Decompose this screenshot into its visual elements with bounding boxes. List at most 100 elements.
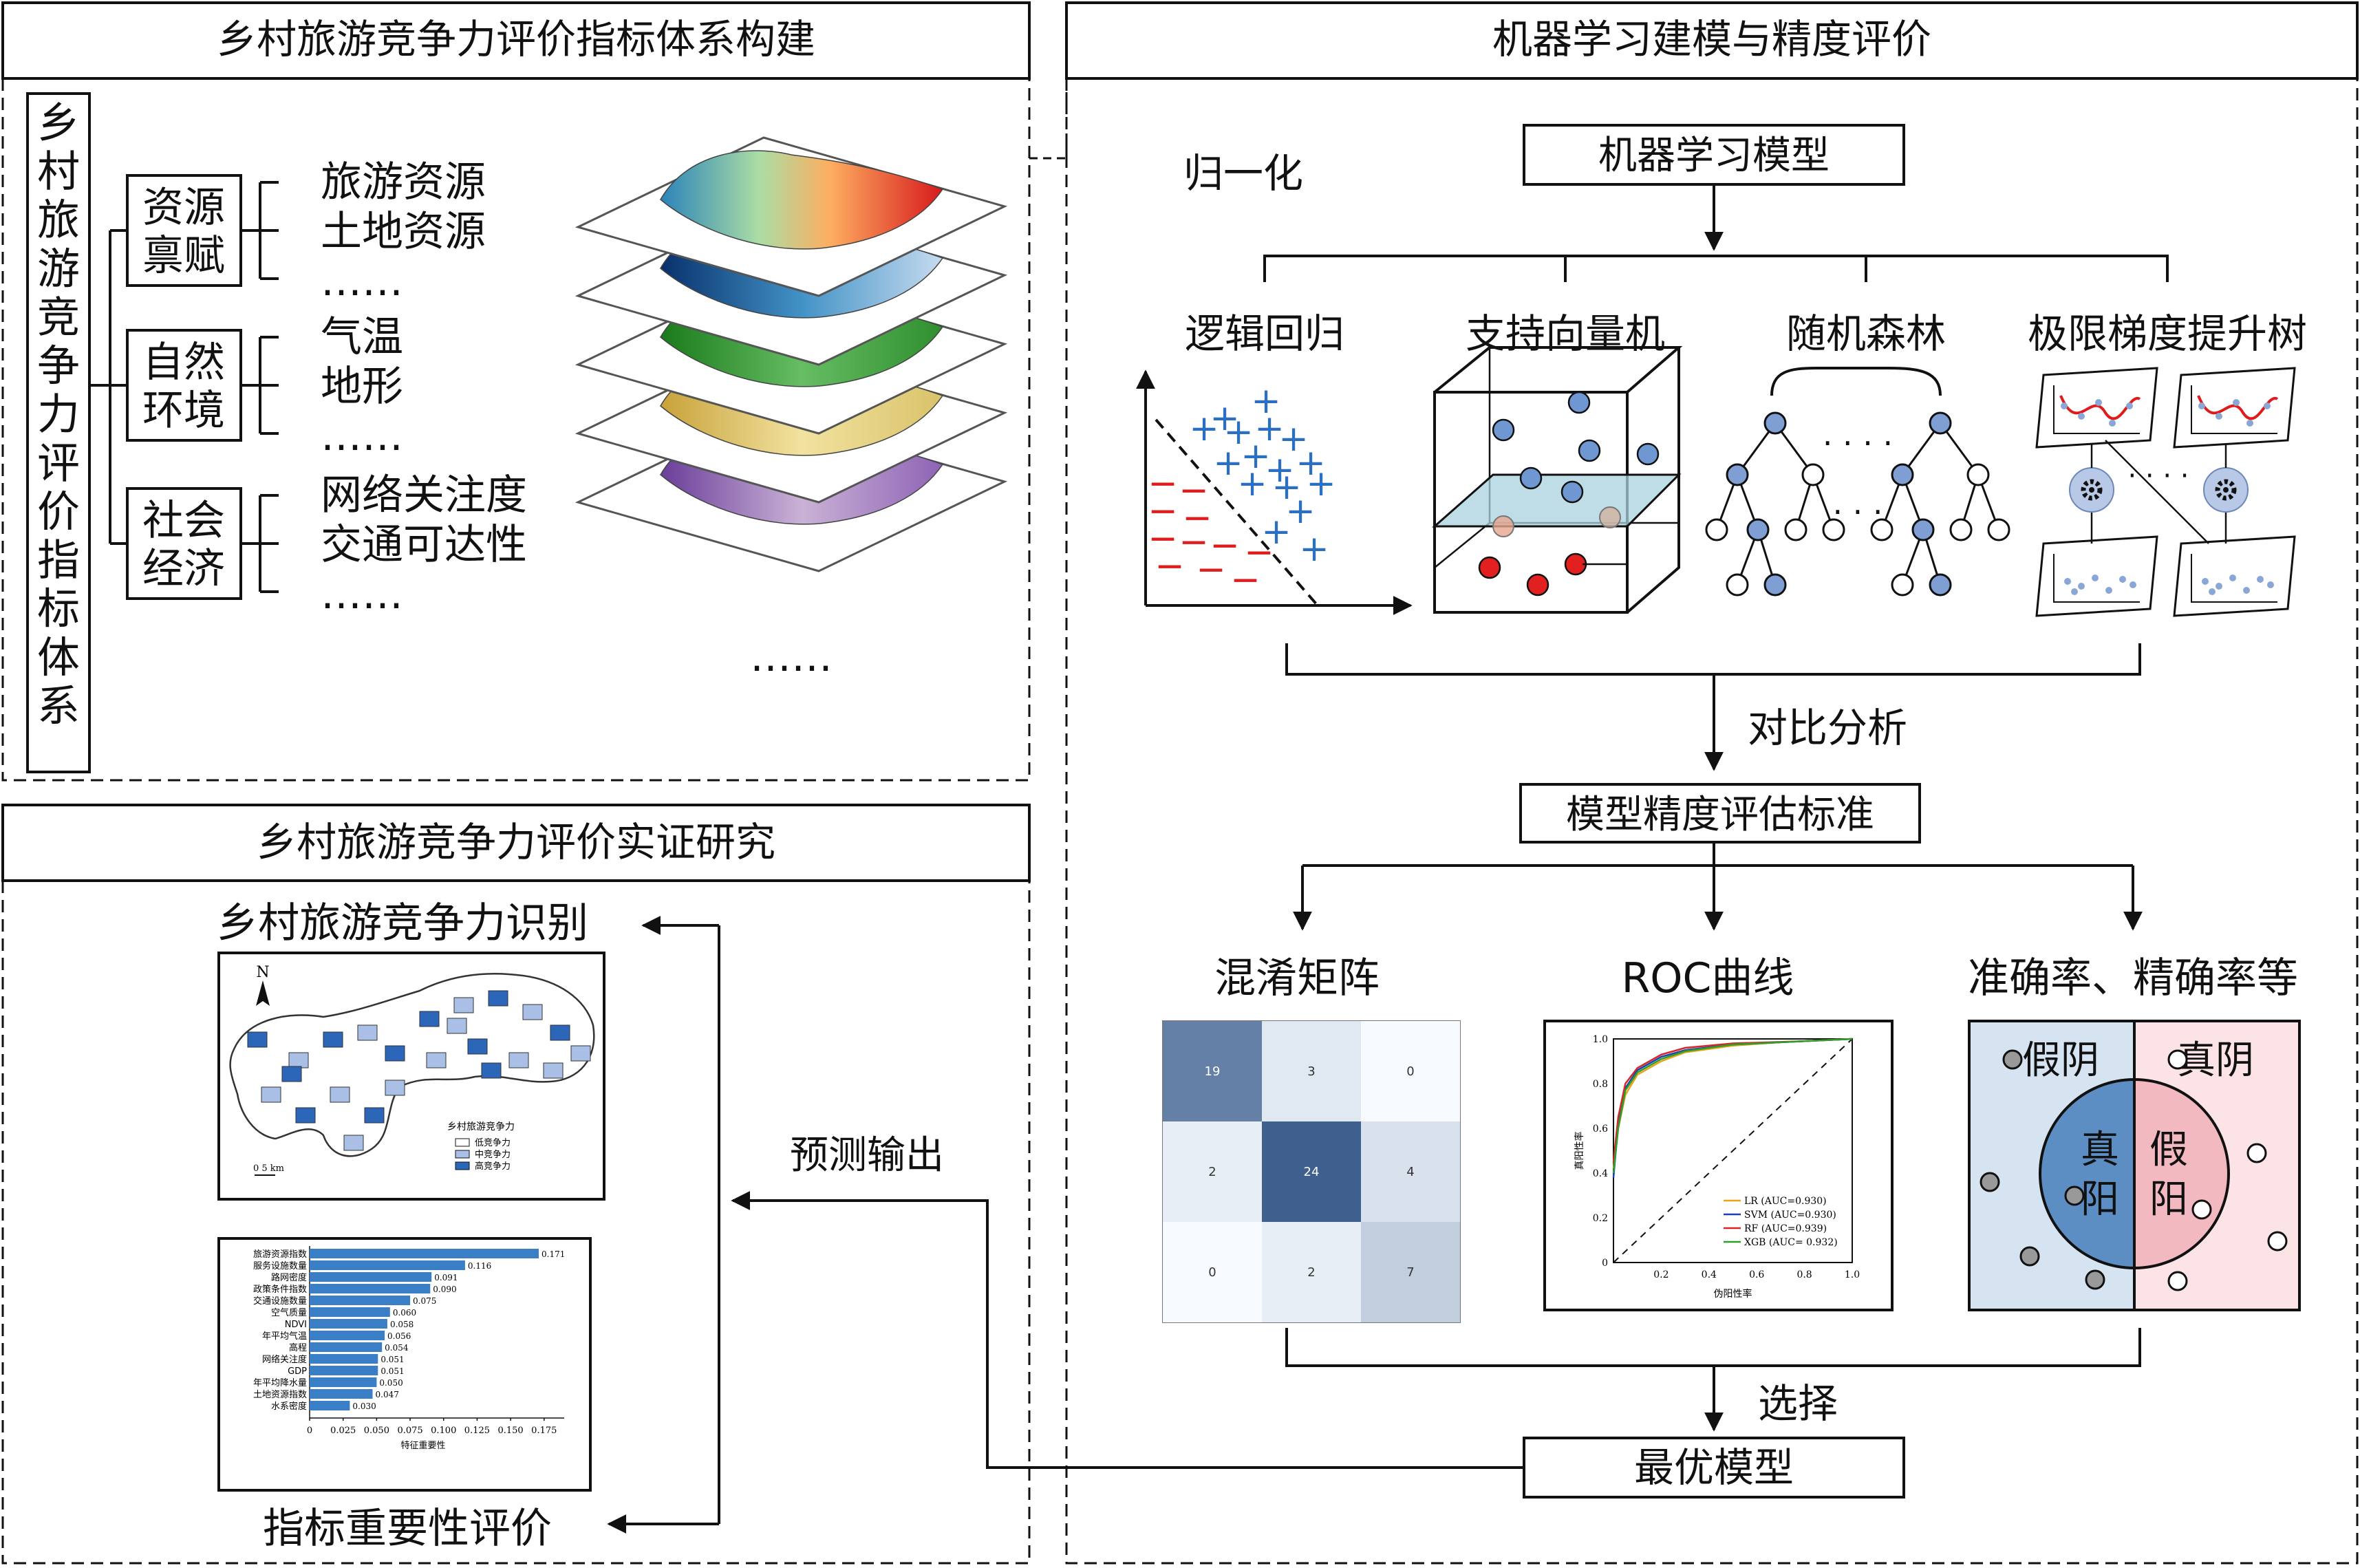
north-arrow-icon: [256, 980, 270, 1006]
roc-x-tick: 0.4: [1702, 1269, 1717, 1280]
map-unit: [508, 1052, 529, 1068]
map-unit: [385, 1080, 405, 1096]
importance-category: NDVI: [285, 1320, 307, 1330]
map-unit: [330, 1086, 350, 1103]
rf-bracket: [1770, 367, 1942, 396]
index-item: ……: [321, 570, 403, 619]
importance-value: 0.050: [379, 1378, 403, 1388]
cm-cell: [1163, 1121, 1262, 1222]
tree-node: [1987, 518, 2010, 541]
cm-cell: [1361, 1021, 1460, 1121]
panel-index-system: 乡村旅游竞争力评价指标体系构建: [1, 1, 1031, 782]
map-unit: [426, 1052, 447, 1068]
cm-value: 19: [1205, 1064, 1221, 1079]
tree-node: [1822, 518, 1845, 541]
importance-bar: [310, 1319, 387, 1329]
importance-category: 旅游资源指数: [253, 1249, 307, 1260]
importance-value: 0.030: [352, 1401, 376, 1411]
lr-plus-point: +: [1285, 491, 1316, 532]
index-tree: 乡村旅游竞争力评价指标体系 资源禀赋旅游资源土地资源……自然环境气温地形……社会…: [26, 92, 527, 773]
xgb-dot: [2198, 402, 2205, 409]
roc-curve: [1612, 1038, 1853, 1174]
decision-tree: [1870, 411, 2010, 597]
map-unit: [522, 1004, 543, 1020]
importance-value: 0.051: [380, 1366, 404, 1376]
lr-plus-point: +: [1265, 449, 1295, 491]
predicted-positive-point: [2267, 1231, 2288, 1252]
index-item: ……: [321, 257, 403, 305]
false-positive-half: [2134, 1080, 2229, 1268]
north-label: N: [256, 964, 269, 981]
importance-value: 0.171: [541, 1249, 565, 1259]
svm-class-b-point: [1478, 556, 1501, 579]
map-unit: [295, 1107, 316, 1124]
importance-value: 0.047: [376, 1390, 399, 1399]
label-false-positive: 假: [2149, 1128, 2188, 1172]
more-layers-ellipsis: ……: [750, 633, 833, 681]
xgb-dot: [2130, 581, 2136, 588]
importance-bar: [310, 1342, 383, 1352]
tree-node: [1784, 518, 1807, 541]
bracket-compare: [1285, 643, 2141, 676]
bracket-select: [1285, 1328, 2141, 1367]
importance-category: GDP: [288, 1366, 307, 1377]
predicted-negative-point: [2002, 1049, 2023, 1070]
map-legend-title: 乡村旅游竞争力: [447, 1121, 515, 1132]
criterion-roc: ROC曲线: [1622, 954, 1794, 1002]
xgb-dot: [2216, 413, 2222, 420]
bar-x-tick: 0: [307, 1426, 312, 1436]
importance-bar: [310, 1249, 539, 1258]
tree-node: [1929, 573, 1952, 597]
gear-teeth: [2215, 479, 2237, 501]
xgb-dot: [2105, 587, 2112, 594]
map-unit: [550, 1024, 570, 1041]
tree-node: [1966, 463, 1990, 486]
lr-plus-point: +: [1254, 408, 1285, 449]
xgb-dot: [2257, 576, 2264, 583]
xgb-fit-panel: [2035, 367, 2158, 449]
roc-frame: [1543, 1020, 1894, 1311]
map-legend-label: 高竞争力: [475, 1161, 511, 1172]
bar-x-tick: 0.025: [330, 1426, 356, 1436]
importance-category: 土地资源指数: [253, 1390, 307, 1400]
map-legend-label: 中竞争力: [475, 1149, 511, 1160]
xgb-dot: [2092, 574, 2099, 581]
compare-label: 对比分析: [1748, 705, 1907, 751]
lr-minus-point: −: [1182, 497, 1212, 539]
map-legend-swatch: [455, 1138, 470, 1147]
cm-value: 3: [1307, 1064, 1315, 1079]
xgb-dot: [2267, 581, 2274, 588]
map-unit: [419, 1011, 440, 1027]
xgb-link: [2105, 440, 2209, 544]
importance-category: 政策条件指数: [253, 1284, 307, 1295]
roc-legend-label: SVM (AUC=0.930): [1744, 1210, 1836, 1221]
bar-x-tick: 0.100: [431, 1426, 456, 1436]
item-bracket: [241, 336, 279, 435]
lr-minus-point: −: [1210, 525, 1240, 566]
xgb-dot: [2233, 399, 2240, 406]
importance-category: 交通设施数量: [253, 1296, 307, 1307]
svm-support-point: [1492, 515, 1514, 537]
root-label-char: 游: [37, 244, 80, 294]
criteria-box: [1519, 783, 1921, 844]
cm-value: 24: [1304, 1165, 1320, 1179]
roc-y-tick: 1.0: [1593, 1034, 1608, 1045]
xgb-panel-axes: [2053, 554, 2140, 603]
index-item: 交通可达性: [321, 521, 527, 569]
importance-bar: [310, 1354, 378, 1364]
lr-plus-point: +: [1261, 511, 1291, 552]
map-unit: [447, 1018, 467, 1034]
svm-support-point: [1599, 506, 1621, 528]
svm-class-a-point: [1560, 480, 1584, 504]
lr-minus-point: −: [1244, 532, 1274, 573]
xgb-dot: [2109, 420, 2116, 427]
xgb-dot: [2246, 420, 2253, 427]
panel-title-box: [1, 1, 1031, 80]
root-label-char: 村: [37, 147, 80, 197]
importance-category: 高程: [289, 1342, 307, 1353]
lr-plus-point: +: [1278, 418, 1309, 460]
category-label: 经济: [142, 545, 225, 593]
roc-plot-area: [1613, 1038, 1853, 1263]
